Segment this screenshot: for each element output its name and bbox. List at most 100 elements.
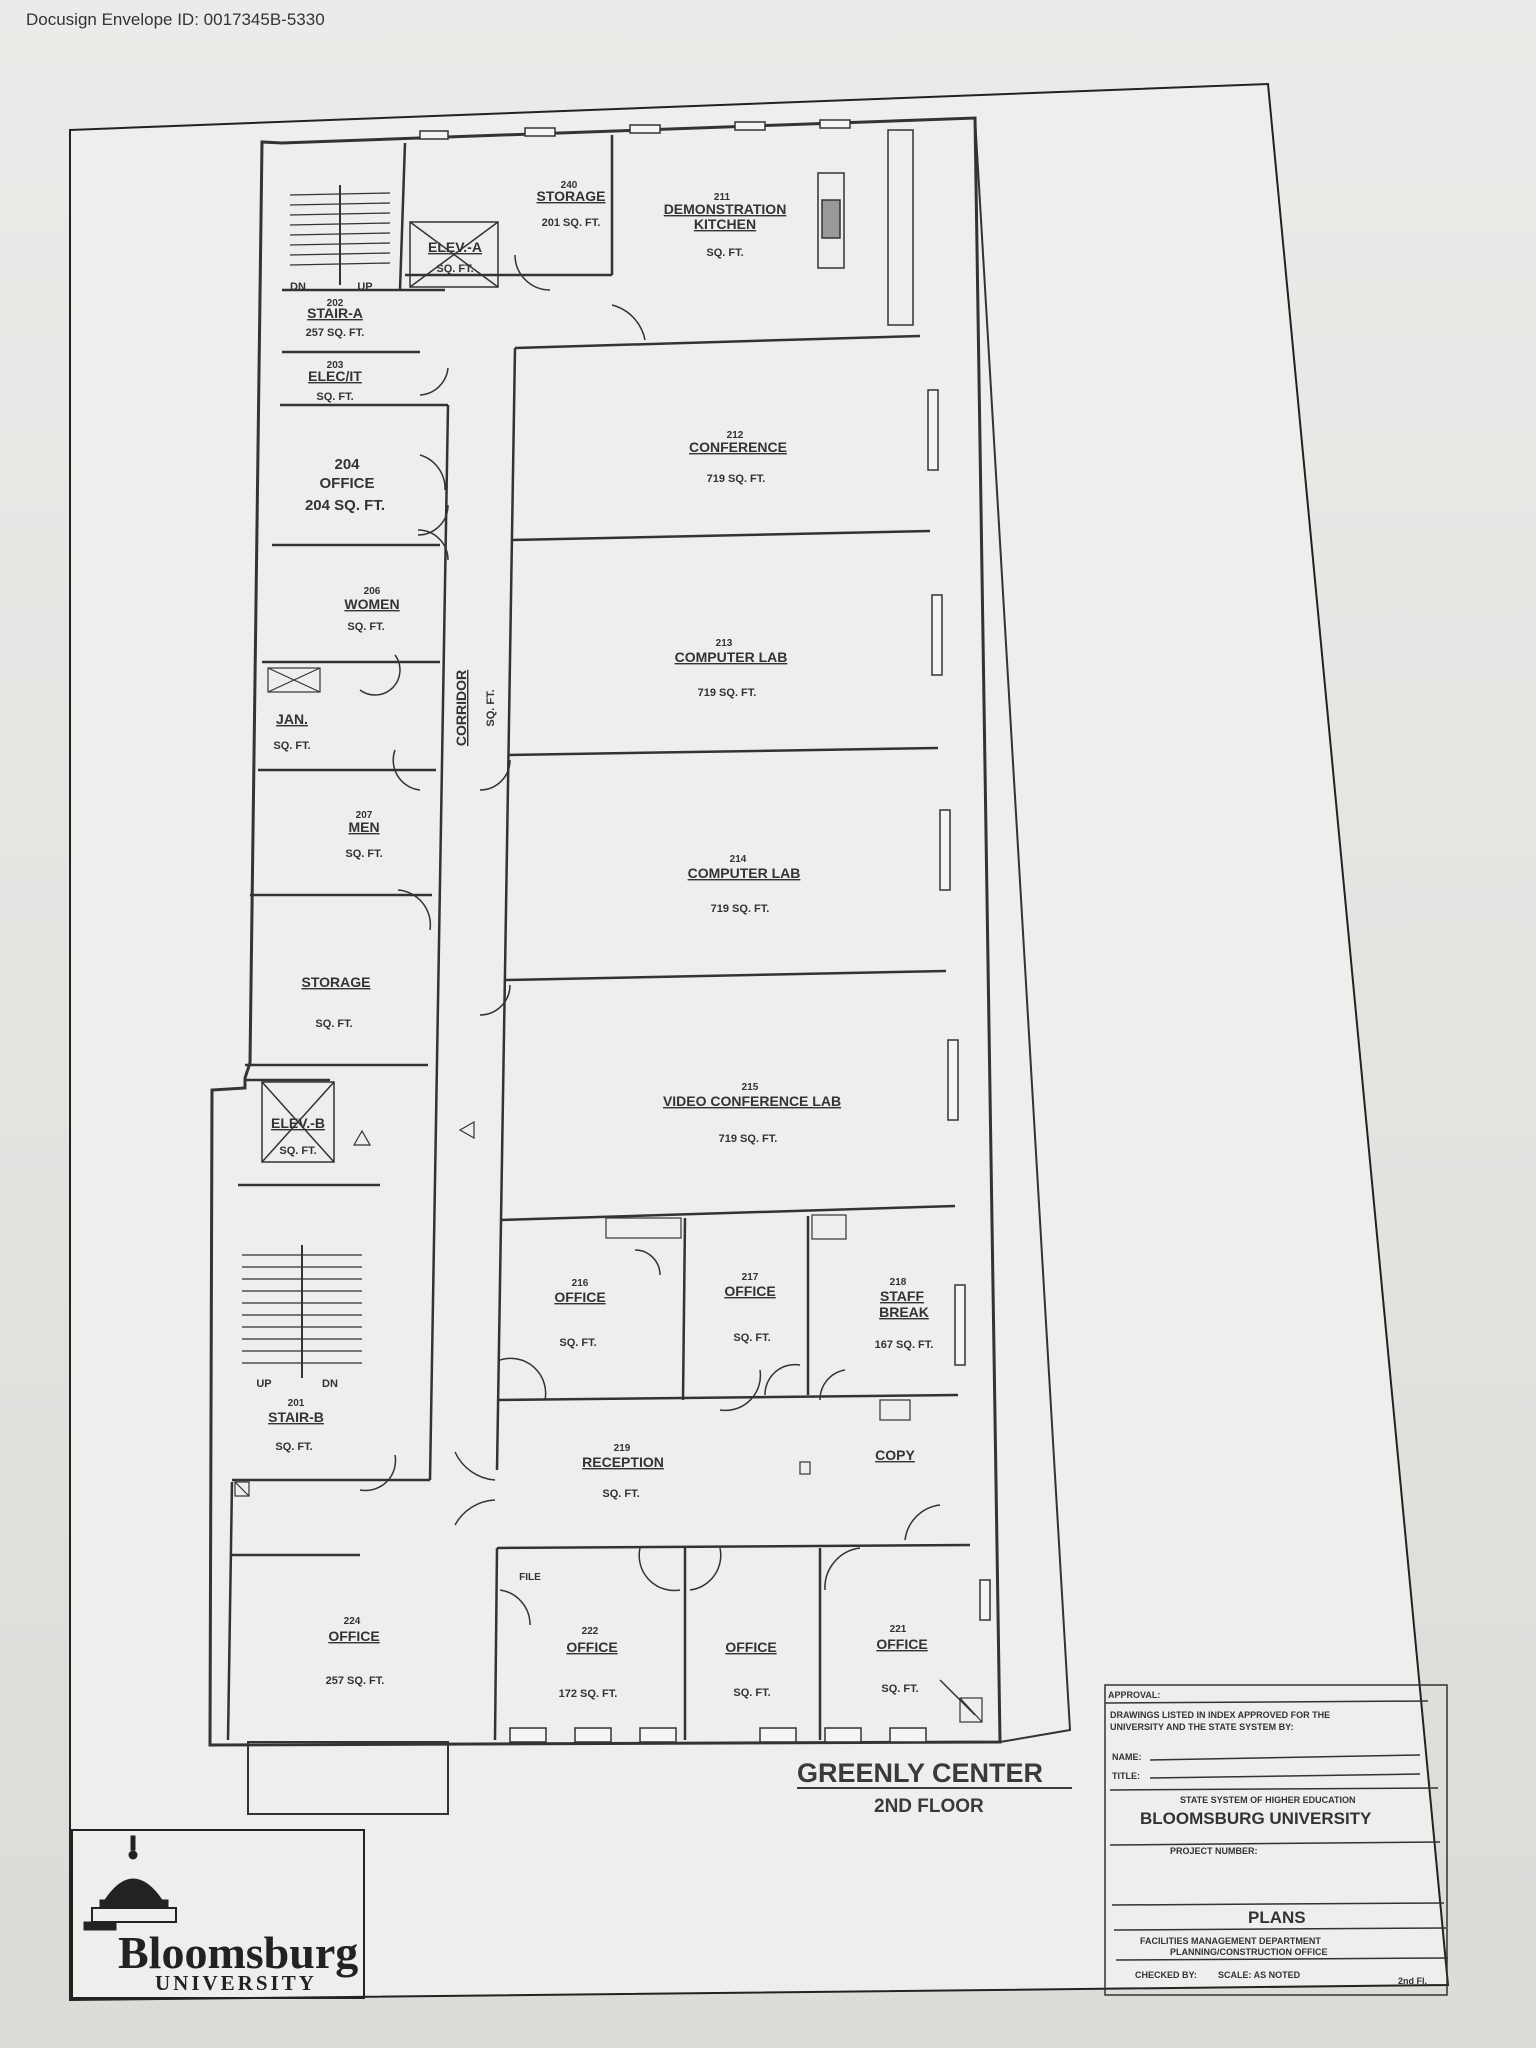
corridor-area: SQ. FT. (485, 689, 497, 726)
reception-name: RECEPTION (582, 1454, 664, 1470)
logo-sub: UNIVERSITY (155, 1971, 317, 1995)
office-224-number: 224 (344, 1616, 361, 1627)
stair-a-up: UP (357, 281, 372, 293)
title-block (1104, 1684, 1449, 1996)
elev-b-area: SQ. FT. (279, 1145, 316, 1157)
stair-b-up: UP (256, 1378, 271, 1390)
logo-dome-icon (83, 1835, 177, 1931)
elec-name: ELEC/IT (308, 368, 362, 384)
jan-area: SQ. FT. (273, 740, 310, 752)
office-204-name: OFFICE (320, 475, 375, 492)
office-216-area: SQ. FT. (559, 1337, 596, 1349)
state-system-label: STATE SYSTEM OF HIGHER EDUCATION (1180, 1795, 1356, 1805)
office-204-number: 204 (334, 456, 360, 473)
computer-lab-214-number: 214 (730, 854, 747, 865)
title-label: TITLE: (1112, 1771, 1140, 1781)
office-217-name: OFFICE (724, 1283, 775, 1299)
office-204-area: 204 SQ. FT. (305, 497, 385, 514)
dept-line-2: PLANNING/CONSTRUCTION OFFICE (1170, 1947, 1328, 1957)
conference-name: CONFERENCE (689, 439, 787, 455)
office-mid-name: OFFICE (725, 1639, 776, 1655)
office-217-area: SQ. FT. (733, 1332, 770, 1344)
plans-label: PLANS (1248, 1908, 1306, 1927)
demo-kitchen-name-1: DEMONSTRATION (664, 201, 787, 217)
storage-mid-area: SQ. FT. (315, 1018, 352, 1030)
elec-area: SQ. FT. (316, 391, 353, 403)
kitchen-counter (817, 129, 914, 326)
women-name: WOMEN (344, 596, 399, 612)
jan-name: JAN. (276, 711, 308, 727)
stair-a-dn: DN (290, 281, 306, 293)
office-222-name: OFFICE (566, 1639, 617, 1655)
elev-b-name: ELEV.-B (271, 1115, 325, 1131)
stair-b-area: SQ. FT. (275, 1441, 312, 1453)
computer-lab-214-area: 719 SQ. FT. (711, 903, 770, 915)
office-217-number: 217 (742, 1272, 759, 1283)
approval-label: APPROVAL: (1108, 1690, 1160, 1700)
computer-lab-213-area: 719 SQ. FT. (698, 687, 757, 699)
dept-line-1: FACILITIES MANAGEMENT DEPARTMENT (1140, 1936, 1321, 1946)
interior-walls (226, 135, 971, 1741)
room-labels: 240 STORAGE 201 SQ. FT. 211 DEMONSTRATIO… (256, 180, 933, 1700)
office-221-area: SQ. FT. (881, 1683, 918, 1695)
elevator-shafts (261, 221, 499, 1163)
office-222-number: 222 (582, 1626, 599, 1637)
title-block-text: APPROVAL: DRAWINGS LISTED IN INDEX APPRO… (1108, 1690, 1427, 1986)
file-small-name: FILE (519, 1572, 541, 1583)
stair-b-number: 201 (288, 1398, 305, 1409)
storage-top-name: STORAGE (537, 188, 606, 204)
storage-top-number: 240 (561, 180, 578, 191)
men-area: SQ. FT. (345, 848, 382, 860)
university-name: BLOOMSBURG UNIVERSITY (1140, 1809, 1372, 1828)
conference-number: 212 (727, 430, 744, 441)
sheet-label: 2nd Fl. (1398, 1976, 1427, 1986)
computer-lab-213-number: 213 (716, 638, 733, 649)
conference-area: 719 SQ. FT. (707, 473, 766, 485)
project-number-label: PROJECT NUMBER: (1170, 1846, 1258, 1856)
elev-a-area: SQ. FT. (436, 263, 473, 275)
stair-a-number: 202 (327, 298, 344, 309)
office-224-area: 257 SQ. FT. (326, 1675, 385, 1687)
women-area: SQ. FT. (347, 621, 384, 633)
door-swings (359, 254, 976, 1716)
office-216-number: 216 (572, 1278, 589, 1289)
drawings-note-1: DRAWINGS LISTED IN INDEX APPROVED FOR TH… (1110, 1710, 1330, 1720)
checked-by-label: CHECKED BY: (1135, 1970, 1197, 1980)
stair-a-treads (289, 185, 391, 285)
scale-label: SCALE: AS NOTED (1218, 1970, 1301, 1980)
elev-a-name: ELEV.-A (428, 239, 482, 255)
video-conf-number: 215 (742, 1082, 759, 1093)
stair-a-name: STAIR-A (307, 305, 363, 321)
copy-name: COPY (875, 1447, 915, 1463)
stair-b-dn: DN (322, 1378, 338, 1390)
men-number: 207 (356, 810, 373, 821)
demo-kitchen-name-2: KITCHEN (694, 216, 756, 232)
reception-area: SQ. FT. (602, 1488, 639, 1500)
computer-lab-214-name: COMPUTER LAB (688, 865, 801, 881)
office-216-name: OFFICE (554, 1289, 605, 1305)
storage-mid-name: STORAGE (302, 974, 371, 990)
elec-number: 203 (327, 360, 344, 371)
drawings-note-2: UNIVERSITY AND THE STATE SYSTEM BY: (1110, 1722, 1294, 1732)
logo-name: Bloomsburg (118, 1927, 358, 1978)
storage-top-area: 201 SQ. FT. (542, 217, 601, 229)
demo-kitchen-area: SQ. FT. (706, 247, 743, 259)
stair-a-area: 257 SQ. FT. (306, 327, 365, 339)
office-221-name: OFFICE (876, 1636, 927, 1652)
floor-title: 2ND FLOOR (874, 1796, 984, 1817)
envelope-id: Docusign Envelope ID: 0017345B-5330 (26, 10, 325, 29)
staff-break-name-2: BREAK (879, 1304, 929, 1320)
logo-box (71, 1829, 365, 1999)
video-conf-name: VIDEO CONFERENCE LAB (663, 1093, 841, 1109)
corridor-name: CORRIDOR (453, 670, 469, 746)
staff-break-area: 167 SQ. FT. (875, 1339, 934, 1351)
office-222-area: 172 SQ. FT. (559, 1688, 618, 1700)
windows (419, 119, 991, 1743)
building-outline (208, 116, 1072, 1815)
fixtures (234, 667, 983, 1723)
women-number: 206 (364, 586, 381, 597)
demo-kitchen-number: 211 (714, 192, 731, 203)
stair-b-treads (242, 1245, 362, 1378)
stair-b-name: STAIR-B (268, 1409, 324, 1425)
